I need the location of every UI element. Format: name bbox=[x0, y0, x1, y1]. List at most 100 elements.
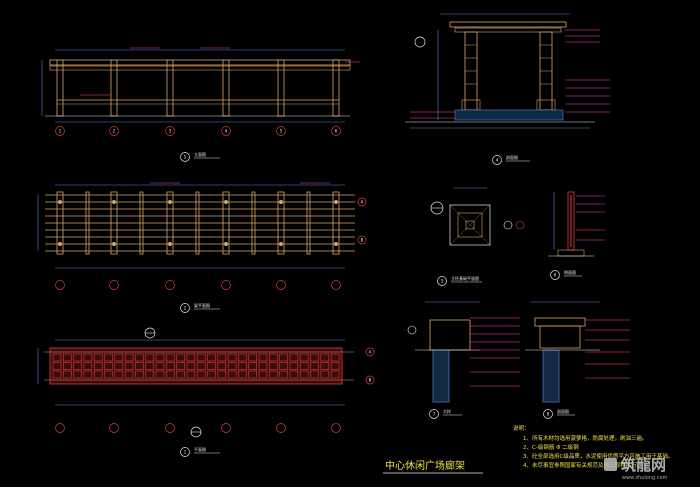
view-number: 6 bbox=[554, 273, 557, 278]
floor-tile bbox=[104, 370, 113, 379]
watermark-brand: 筑龍网 bbox=[620, 456, 666, 474]
note-line-2: 2、C-级钢筋 Φ 二级钢 bbox=[523, 443, 579, 451]
floor-tile bbox=[176, 370, 185, 379]
floor-tile bbox=[217, 370, 227, 379]
floor-tile bbox=[145, 353, 154, 362]
floor-tile bbox=[248, 353, 257, 362]
floor-tile bbox=[83, 370, 93, 379]
axis-4-label: 4 bbox=[225, 129, 228, 134]
floor-tile bbox=[93, 353, 103, 362]
floor-tile bbox=[258, 362, 268, 370]
floor-tile bbox=[227, 353, 237, 362]
view-number: 7 bbox=[433, 412, 436, 417]
view-label-section-detail: 8 剖面图 bbox=[543, 408, 575, 419]
floor-tile bbox=[207, 362, 216, 370]
floor-tile bbox=[299, 362, 309, 370]
floor-tile bbox=[330, 370, 340, 379]
view-name: 梁平面图 bbox=[194, 302, 210, 308]
axis-bubbles-row-3 bbox=[55, 423, 341, 433]
floor-tile bbox=[320, 362, 330, 370]
floor-tile bbox=[62, 370, 72, 379]
axis-6-label: 6 bbox=[335, 129, 338, 134]
floor-tile bbox=[73, 362, 82, 370]
floor-plan-view: A B bbox=[37, 339, 375, 406]
view-name: 立柱基础平面图 bbox=[451, 275, 479, 281]
view-name: 剖面图 bbox=[506, 154, 518, 160]
floor-tile bbox=[155, 370, 165, 379]
view-number: 1 bbox=[184, 450, 187, 455]
note-line-3: 3、砼全部选用C级品质，水泥使用优质平方可施工用于基础。 bbox=[523, 452, 673, 460]
watermark: 筑龍网 www.zhulong.com bbox=[604, 456, 668, 481]
floor-tile bbox=[279, 370, 288, 379]
axis-a-label: A bbox=[361, 200, 364, 205]
floor-tile bbox=[186, 353, 196, 362]
floor-tile bbox=[279, 362, 288, 370]
footing-plan-view bbox=[430, 187, 525, 246]
floor-tile bbox=[114, 353, 124, 362]
floor-tile bbox=[248, 362, 257, 370]
floor-tile bbox=[62, 362, 72, 370]
beam-plan-view: A B bbox=[37, 182, 367, 269]
watermark-logo-icon bbox=[604, 458, 617, 471]
axis-a-label-2: A bbox=[369, 350, 372, 355]
floor-tile bbox=[52, 370, 62, 379]
floor-tile bbox=[227, 362, 237, 370]
floor-tile bbox=[268, 370, 278, 379]
floor-tile bbox=[330, 353, 340, 362]
axis-2-label: 2 bbox=[113, 129, 116, 134]
notes-block: 说明： 1、所有木材均选用菠萝格，防腐处理，刷油三遍。 2、C-级钢筋 Φ 二级… bbox=[513, 424, 673, 469]
floor-tile bbox=[299, 353, 309, 362]
floor-tile bbox=[73, 370, 82, 379]
view-label-floor-plan: 1 平面图 bbox=[180, 446, 220, 457]
floor-tile bbox=[227, 370, 237, 379]
detail-view bbox=[407, 301, 520, 403]
floor-tile bbox=[52, 362, 62, 370]
view-number: 4 bbox=[496, 158, 499, 163]
floor-tile bbox=[62, 353, 72, 362]
floor-tile bbox=[145, 362, 154, 370]
floor-tile bbox=[207, 370, 216, 379]
section-marker-bottom bbox=[190, 426, 202, 438]
view-name: 大样 bbox=[443, 408, 451, 414]
floor-tile bbox=[114, 362, 124, 370]
floor-tile bbox=[135, 353, 144, 362]
floor-tile bbox=[83, 362, 93, 370]
floor-tile bbox=[320, 370, 330, 379]
floor-tile bbox=[124, 362, 134, 370]
view-name: 侧面图 bbox=[564, 269, 576, 275]
view-number: 2 bbox=[184, 306, 187, 311]
floor-tile bbox=[268, 353, 278, 362]
floor-tile bbox=[268, 362, 278, 370]
view-name: 立面图 bbox=[194, 151, 206, 157]
floor-tile bbox=[207, 353, 216, 362]
floor-tile bbox=[217, 362, 227, 370]
drawing-title-block: 中心休闲广场廊架 bbox=[383, 459, 483, 474]
floor-tile bbox=[279, 353, 288, 362]
floor-tile bbox=[310, 362, 319, 370]
floor-tiles bbox=[52, 353, 340, 379]
floor-tile bbox=[155, 353, 165, 362]
floor-tile bbox=[289, 353, 299, 362]
floor-tile bbox=[166, 370, 175, 379]
floor-tile bbox=[238, 353, 247, 362]
floor-tile bbox=[196, 370, 206, 379]
floor-tile bbox=[217, 353, 227, 362]
floor-tile bbox=[176, 362, 185, 370]
floor-tile bbox=[196, 353, 206, 362]
floor-tile bbox=[258, 370, 268, 379]
floor-tile bbox=[166, 362, 175, 370]
floor-tile bbox=[186, 370, 196, 379]
floor-tile bbox=[104, 353, 113, 362]
view-label-footing: 5 立柱基础平面图 bbox=[437, 275, 482, 286]
axis-b-label-2: B bbox=[369, 378, 372, 383]
view-label-side: 6 侧面图 bbox=[550, 269, 582, 280]
axis-1-label: 1 bbox=[59, 129, 62, 134]
axis-3-label: 3 bbox=[169, 129, 172, 134]
section-view bbox=[405, 13, 610, 129]
view-label-section: 4 剖面图 bbox=[492, 154, 530, 165]
note-line-1: 1、所有木材均选用菠萝格，防腐处理，刷油三遍。 bbox=[523, 434, 648, 442]
axis-b-label: B bbox=[361, 238, 364, 243]
view-label-elevation: 5 立面图 bbox=[180, 151, 220, 162]
